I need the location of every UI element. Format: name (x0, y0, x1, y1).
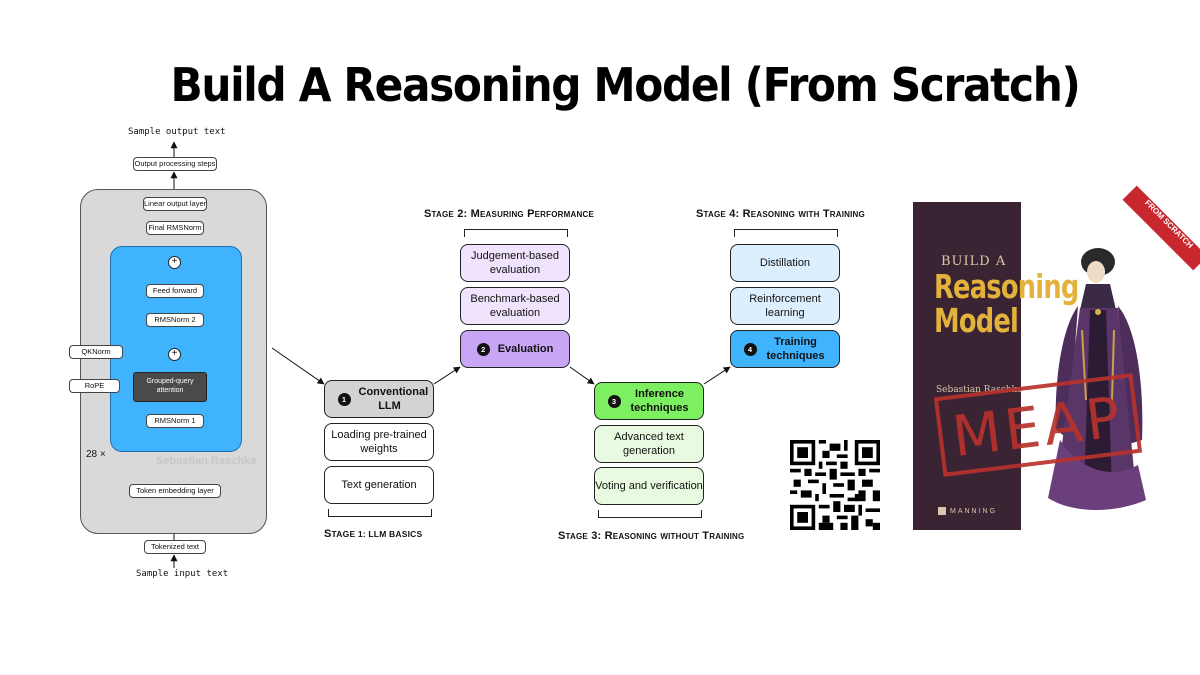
book-cover[interactable] (913, 202, 1021, 530)
stage3-bracket (598, 510, 702, 518)
stage3-main-label: Inference techniques (630, 388, 689, 414)
qr-code-icon[interactable] (790, 440, 880, 530)
linear-output-box: Linear output layer (143, 197, 207, 211)
book-author: Sebastian Raschka (936, 385, 1023, 395)
stage2-label: Stage 2: Measuring Performance (424, 208, 594, 220)
stage2-item-box: Judgement-based evaluation (460, 244, 570, 282)
stage3-main-box: 3 Inference techniques (594, 382, 704, 420)
stage4-main-label: Training techniques (766, 336, 825, 362)
rmsnorm1-box: RMSNorm 1 (146, 414, 204, 428)
book-illustration-icon (1048, 248, 1146, 510)
stage3-item-box: Voting and verification (594, 467, 704, 505)
stage2-bracket (464, 229, 568, 237)
rmsnorm2-box: RMSNorm 2 (146, 313, 204, 327)
stage4-main-box: 4 Training techniques (730, 330, 840, 368)
stage3-number: 3 (607, 394, 621, 408)
stage4-item-box: Reinforcement learning (730, 287, 840, 325)
book-publisher: MANNING (950, 508, 998, 515)
input-text-label: Sample input text (136, 569, 229, 579)
stage3-label: Stage 3: Reasoning without Training (558, 530, 745, 542)
stage2-item-box: Benchmark-based evaluation (460, 287, 570, 325)
book-title-line3: Model (934, 301, 1019, 340)
manning-logo-icon (938, 507, 946, 515)
rope-box: RoPE (69, 379, 120, 393)
stage4-item-box: Distillation (730, 244, 840, 282)
qknorm-box: QKNorm (69, 345, 123, 359)
stage1-number: 1 (337, 392, 351, 406)
feed-forward-box: Feed forward (146, 284, 204, 298)
stage1-main-label: Conventional LLM (358, 386, 429, 412)
stage2-number: 2 (476, 342, 490, 356)
residual-add-icon: + (168, 256, 181, 269)
stage4-bracket (734, 229, 838, 237)
stage2-main-box: 2 Evaluation (460, 330, 570, 368)
stage1-item-box: Text generation (324, 466, 434, 504)
stage4-label: Stage 4: Reasoning with Training (696, 208, 865, 220)
output-text-label: Sample output text (128, 127, 226, 137)
stage1-item-box: Loading pre-trained weights (324, 423, 434, 461)
repeat-count: 28 × (86, 449, 106, 460)
residual-add-icon: + (168, 348, 181, 361)
stage4-number: 4 (743, 342, 757, 356)
stage1-label: STAGE 1: LLM BASICS (324, 528, 423, 540)
stage1-bracket (328, 509, 432, 517)
watermark: Sebastian Raschka (156, 455, 257, 467)
page-title: Build A Reasoning Model (From Scratch) (170, 58, 1081, 112)
final-norm-box: Final RMSNorm (146, 221, 204, 235)
output-processing-box: Output processing steps (133, 157, 217, 171)
stage3-item-box: Advanced text generation (594, 425, 704, 463)
stage2-main-label: Evaluation (497, 343, 554, 355)
book-title-line1: BUILD A (941, 254, 1007, 269)
token-embedding-box: Token embedding layer (129, 484, 221, 498)
attention-box: Grouped-query attention (133, 372, 207, 402)
book-title-line2: Reasoning (934, 267, 1079, 306)
stage1-main-box: 1 Conventional LLM (324, 380, 434, 418)
tokenized-text-box: Tokenized text (144, 540, 206, 554)
